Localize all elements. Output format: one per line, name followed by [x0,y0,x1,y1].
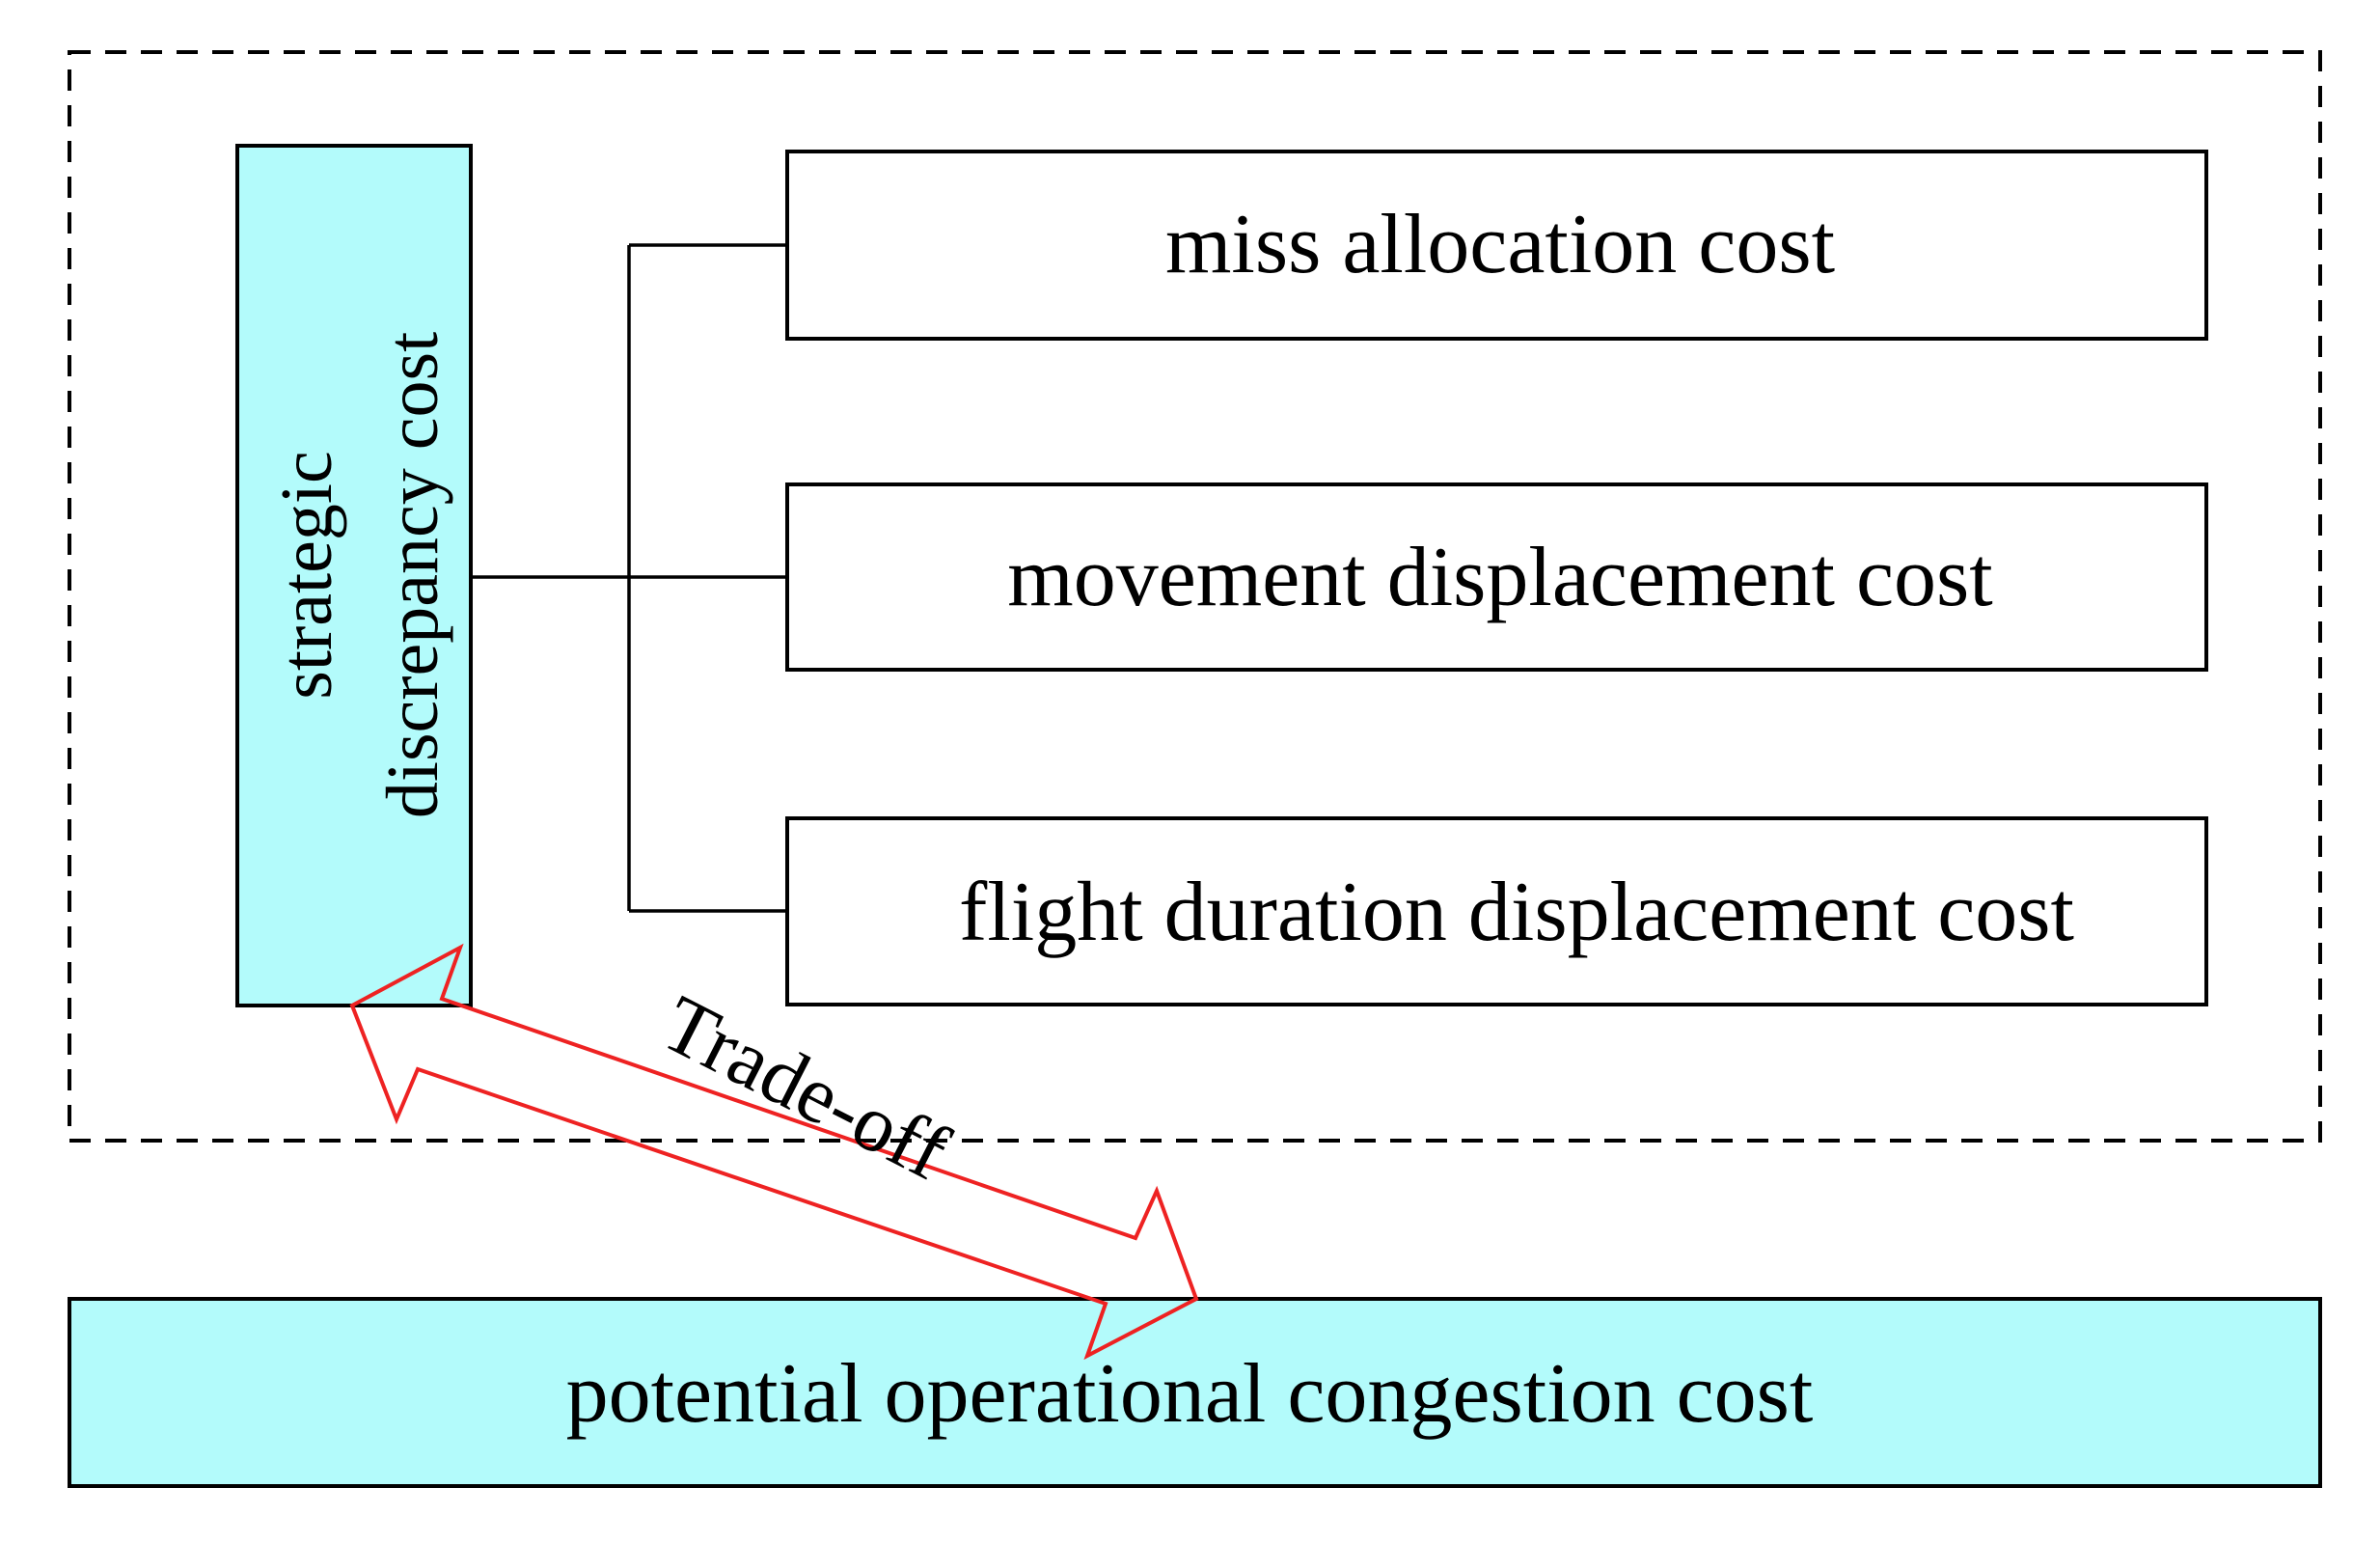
potential-operational-congestion-cost-box: potential operational congestion cost [68,1297,2322,1488]
component-box-frame [785,482,2208,672]
component-movement-displacement-cost: movement displacement cost [785,482,2208,672]
potential-operational-congestion-cost-label: potential operational congestion cost [566,1347,1814,1441]
component-label: movement displacement cost [1007,531,1993,624]
component-box-frame [785,816,2208,1006]
strategic-discrepancy-cost-box: strategic discrepancy cost [235,144,473,1007]
component-label: miss allocation cost [1165,198,1835,291]
tradeoff-double-arrow [349,943,1199,1361]
component-box-frame [785,150,2208,341]
strategic-cost-group-boundary [68,50,2322,1143]
strategic-discrepancy-cost-line1: strategic [266,451,347,699]
strategic-discrepancy-cost-line2: discrepancy cost [372,332,453,818]
strategic-discrepancy-cost-box-frame [235,144,473,1007]
connector-tree [471,243,787,913]
component-miss-allocation-cost: miss allocation cost [785,150,2208,341]
component-label: flight duration displacement cost [959,866,2074,959]
component-flight-duration-displacement-cost: flight duration displacement cost [785,816,2208,1006]
